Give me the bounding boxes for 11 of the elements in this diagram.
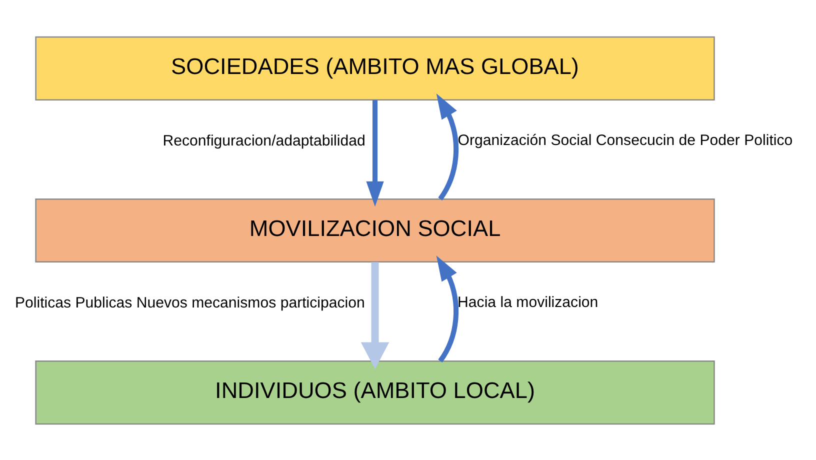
edge-label: Politicas Publicas Nuevos mecanismos participacion	[14, 294, 365, 311]
edge-label: Hacia la movilizacion	[458, 294, 598, 311]
node-box: MOVILIZACION SOCIAL	[35, 198, 715, 262]
edge-label: Organización Social Consecucin de Poder Politico	[458, 132, 793, 149]
arrow	[366, 100, 384, 206]
edge-label: Reconfiguracion/adaptabilidad	[162, 132, 366, 149]
node-box: SOCIEDADES (AMBITO MAS GLOBAL)	[35, 36, 715, 100]
arrow	[436, 255, 459, 362]
node-box: INDIVIDUOS (AMBITO LOCAL)	[35, 360, 715, 424]
arrow	[436, 93, 459, 200]
arrow	[360, 262, 390, 369]
